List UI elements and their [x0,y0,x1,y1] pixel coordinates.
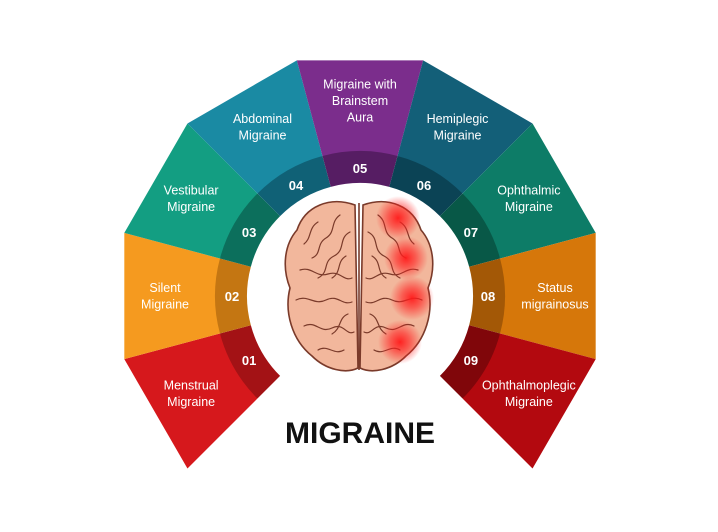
segment-label-line: Ophthalmic [497,183,560,197]
segment-inner-band [469,258,505,334]
segment-inner-band [439,193,501,267]
segment-outer-band [124,123,258,259]
segment-08: Status migrainosus 08 [469,232,596,360]
segment-outer-band [296,60,424,156]
segment-label-line: Menstrual [164,378,219,392]
segment-label-line: Migraine [239,128,287,142]
segment-number: 01 [242,353,256,368]
segment-inner-band [219,325,281,399]
segment-label-line: Vestibular [164,183,219,197]
segment-label-line: Silent [149,281,181,295]
segment-number: 04 [289,178,304,193]
segment-label-line: Status [537,281,572,295]
segment-outer-band [500,232,596,360]
segment-label-line: Migraine with [323,78,397,92]
segment-number: 05 [353,161,367,176]
segment-outer-band [124,333,258,469]
segment-inner-band [219,193,281,267]
segment-inner-band [439,325,501,399]
segment-inner-band [215,258,251,334]
segment-number: 08 [481,289,495,304]
brain-icon [284,196,434,372]
segment-label-line: Migraine [505,200,553,214]
segment-number: 09 [464,353,478,368]
segment-label-line: Brainstem [332,94,388,108]
segment-label-line: Migraine [167,395,215,409]
segment-outer-band [187,60,323,194]
segment-outer-band [462,333,596,469]
segment-label: Status migrainosus [521,281,588,312]
segment-number: 07 [464,225,478,240]
segment-label-line: migrainosus [521,297,588,311]
segment-outer-band [124,232,220,360]
segment-inner-band [322,150,398,187]
segment-label-line: Hemiplegic [427,112,489,126]
segment-inner-band [389,155,463,217]
segment-label-line: Abdominal [233,112,292,126]
segment-label-line: Migraine [434,128,482,142]
segment-label-line: Migraine [141,297,189,311]
segment-number: 02 [225,289,239,304]
segment-label-line: Ophthalmoplegic [482,378,576,392]
segment-outer-band [397,60,533,194]
diagram-title: MIGRAINE [285,417,435,450]
segment-label-line: Migraine [505,395,553,409]
segment-number: 06 [417,178,431,193]
segment-label-line: Migraine [167,200,215,214]
segment-inner-band [257,155,331,217]
segment-outer-band [462,123,596,259]
segment-label-line: Aura [347,111,373,125]
segment-number: 03 [242,225,256,240]
